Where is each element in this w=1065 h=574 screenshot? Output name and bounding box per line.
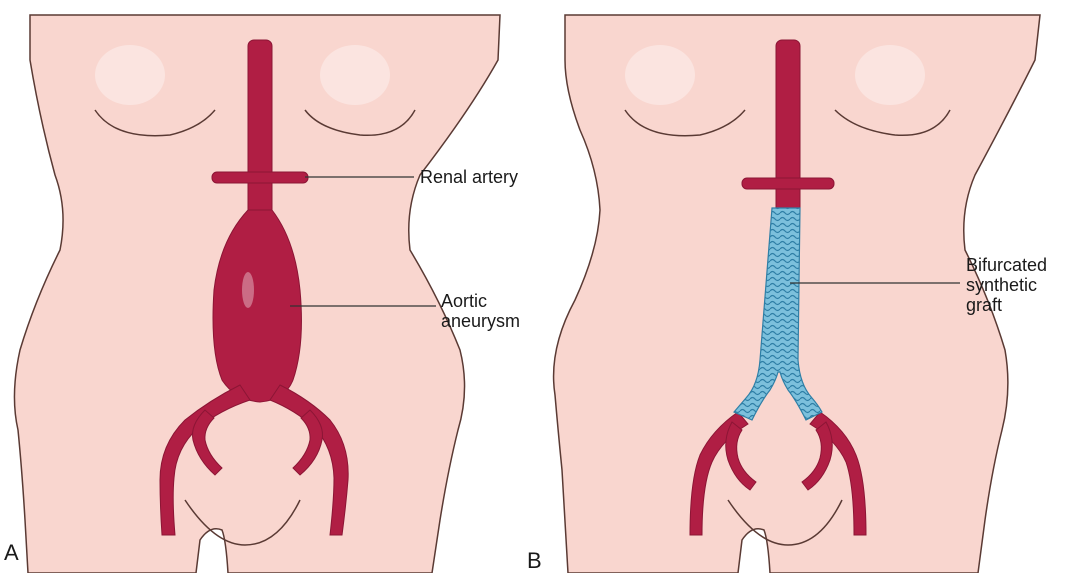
panel-letter-a: A	[4, 540, 19, 566]
panel-letter-b: B	[527, 548, 542, 574]
label-renal-artery: Renal artery	[420, 167, 518, 187]
label-aortic-aneurysm: Aortic aneurysm	[441, 291, 520, 331]
panel-a	[14, 15, 500, 573]
label-bifurcated-graft: Bifurcated synthetic graft	[966, 255, 1047, 315]
